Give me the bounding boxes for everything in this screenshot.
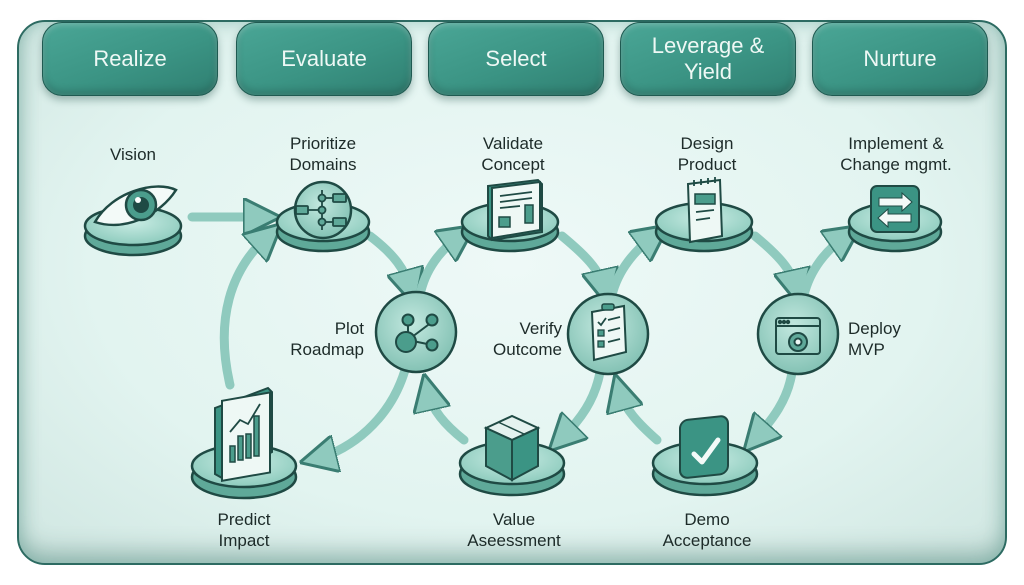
- arrow-design-to-deploy: [750, 231, 796, 288]
- arrow-deploy-to-implement: [799, 236, 846, 300]
- node-demo-acceptance[interactable]: [651, 415, 759, 497]
- node-validate-concept[interactable]: [460, 178, 560, 253]
- step-label-demo-acceptance: Demo Acceptance: [662, 510, 752, 550]
- phase-label: Select: [485, 46, 547, 71]
- flow-arrows: [187, 217, 846, 458]
- phase-label: Evaluate: [281, 46, 367, 71]
- phase-leverage-yield[interactable]: Leverage & Yield: [620, 22, 796, 96]
- growth-chart-icon: [214, 386, 273, 483]
- phase-label: Realize: [93, 46, 167, 71]
- step-label-predict-impact: Predict Impact: [217, 510, 271, 550]
- node-prioritize-domains[interactable]: [275, 180, 371, 253]
- phase-evaluate[interactable]: Evaluate: [236, 22, 412, 96]
- step-label-value-assessment: Value Aseessment: [467, 510, 561, 550]
- step-label-validate-concept: Validate Concept: [481, 134, 545, 174]
- hierarchy-icon: [295, 190, 347, 230]
- step-label-vision: Vision: [110, 145, 156, 164]
- node-implement-change[interactable]: [847, 185, 943, 253]
- phase-label: Leverage & Yield: [651, 33, 765, 84]
- checklist-clipboard-icon: [590, 303, 628, 362]
- node-vision[interactable]: [83, 185, 183, 257]
- eye-icon: [93, 185, 178, 227]
- network-nodes-icon: [395, 313, 439, 353]
- node-deploy-mvp[interactable]: [756, 292, 840, 376]
- node-value-assessment[interactable]: [458, 414, 566, 497]
- phase-realize[interactable]: Realize: [42, 22, 218, 96]
- arrow-verify-to-value: [562, 367, 605, 438]
- step-label-deploy-mvp: Deploy MVP: [848, 319, 901, 359]
- node-verify-outcome[interactable]: [566, 292, 650, 376]
- arrow-roadmap-to-predict: [318, 365, 410, 458]
- swap-arrows-icon: [870, 185, 920, 233]
- phase-nurture[interactable]: Nurture: [812, 22, 988, 96]
- arrow-value-to-roadmap: [428, 392, 469, 445]
- phase-select[interactable]: Select: [428, 22, 604, 96]
- arrow-predict-to-prioritize: [219, 236, 268, 390]
- arrow-deploy-to-demo: [756, 367, 797, 438]
- node-design-product[interactable]: [654, 177, 754, 253]
- document-layout-icon: [487, 178, 543, 242]
- arrow-validate-to-verify: [557, 231, 604, 288]
- arrow-roadmap-to-validate: [415, 236, 460, 300]
- step-label-plot-roadmap: Plot Roadmap: [290, 319, 364, 359]
- node-plot-roadmap[interactable]: [374, 290, 458, 374]
- node-predict-impact[interactable]: [190, 386, 298, 500]
- step-label-prioritize-domains: Prioritize Domains: [289, 134, 357, 174]
- notepad-icon: [686, 177, 724, 244]
- checkmark-icon: [679, 415, 729, 479]
- step-label-verify-outcome: Verify Outcome: [493, 319, 562, 359]
- package-box-icon: [483, 414, 541, 482]
- arrow-prioritize-to-roadmap: [365, 231, 410, 288]
- browser-gear-icon: [775, 317, 821, 355]
- phase-label: Nurture: [863, 46, 937, 71]
- arrow-verify-to-design: [607, 236, 654, 300]
- step-label-implement-change: Implement & Change mgmt.: [840, 134, 952, 174]
- arrow-demo-to-verify: [620, 392, 662, 445]
- step-label-design-product: Design Product: [677, 134, 737, 174]
